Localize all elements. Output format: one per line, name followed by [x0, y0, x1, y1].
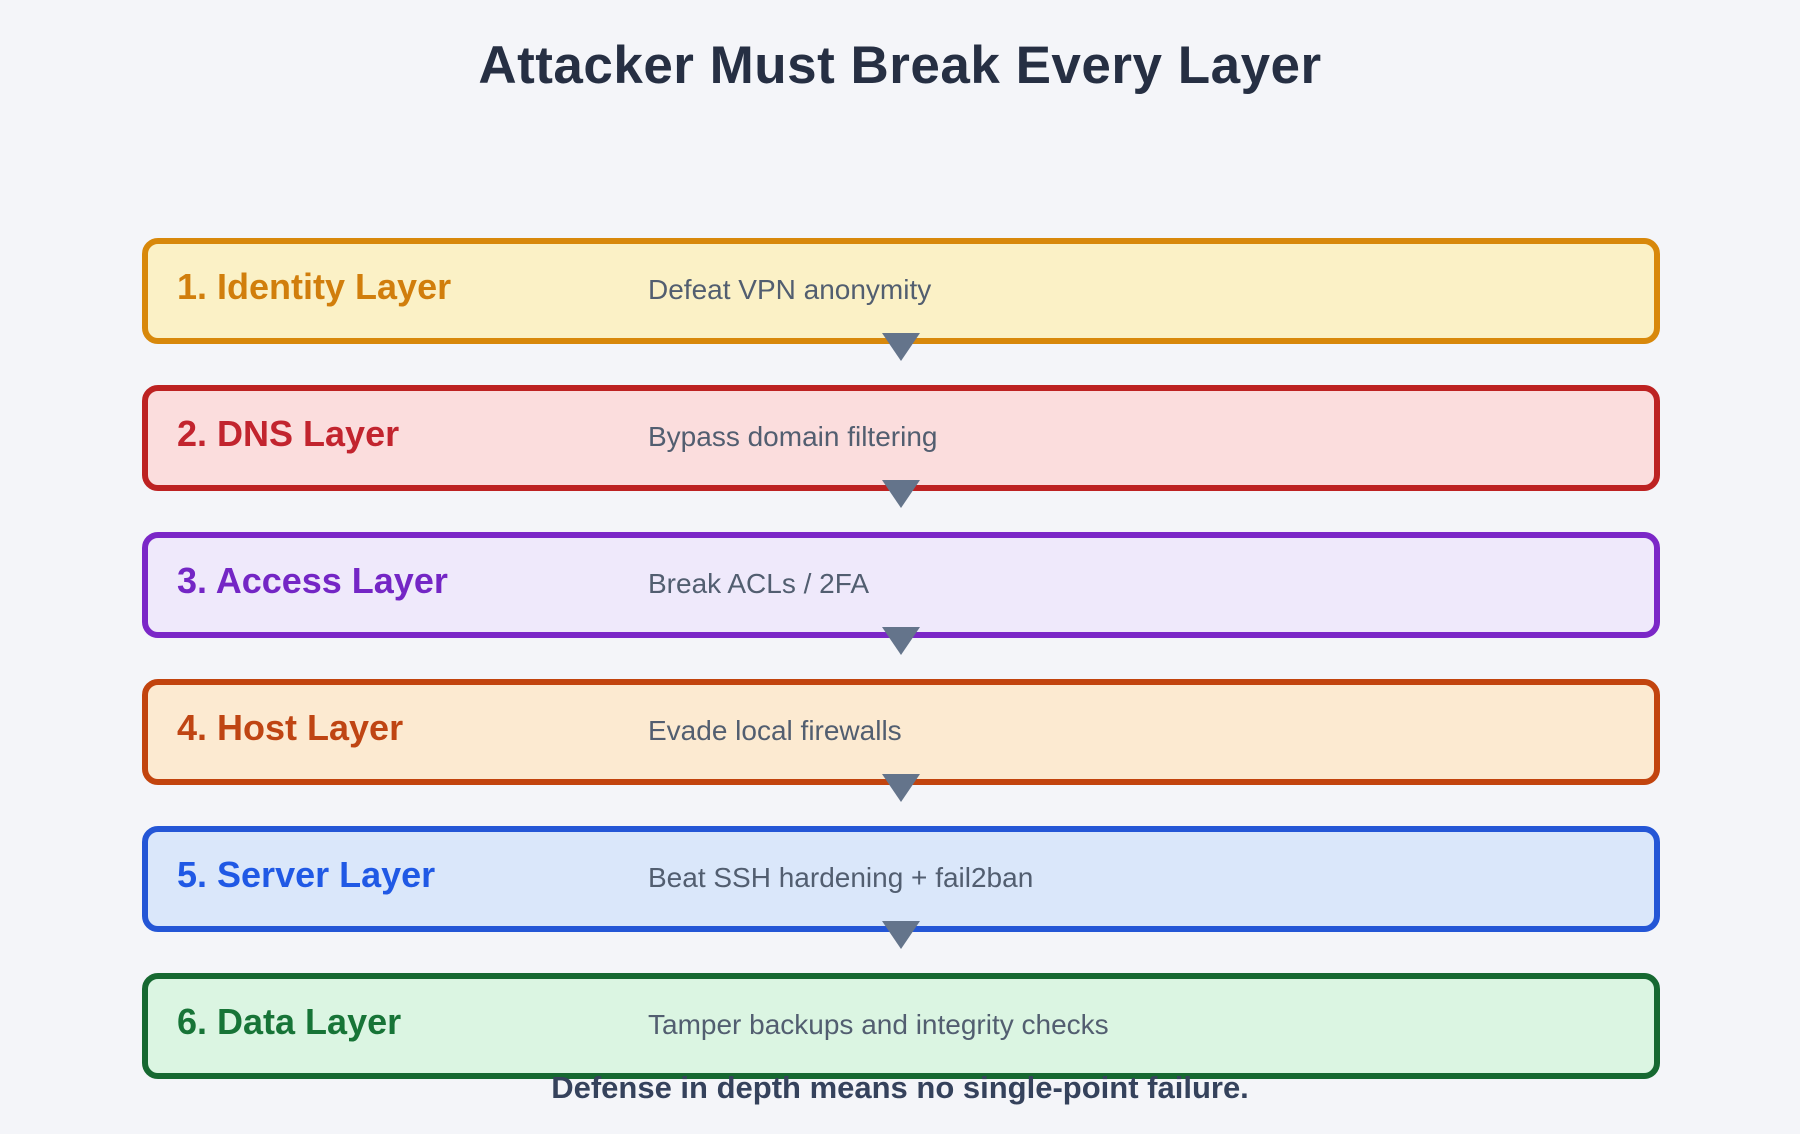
diagram-canvas: Attacker Must Break Every Layer 1. Ident… [0, 34, 1800, 1134]
layer-name-label: 4. Host Layer [177, 707, 404, 748]
arrow-down-icon [882, 333, 920, 361]
layer-description-label: Evade local firewalls [648, 715, 902, 746]
arrow-down-icon [882, 480, 920, 508]
arrow-down-icon [882, 921, 920, 949]
arrow-down-icon [882, 774, 920, 802]
layer-name-label: 3. Access Layer [177, 560, 448, 601]
layer-box: 3. Access Layer Break ACLs / 2FA [142, 532, 1660, 638]
layer-row: 3. Access Layer Break ACLs / 2FA [142, 532, 1660, 655]
layer-row: 4. Host Layer Evade local firewalls [142, 679, 1660, 802]
layer-description-label: Tamper backups and integrity checks [648, 1009, 1109, 1040]
layer-box: 5. Server Layer Beat SSH hardening + fai… [142, 826, 1660, 932]
footer-caption: Defense in depth means no single-point f… [551, 1070, 1249, 1105]
layer-row: 6. Data Layer Tamper backups and integri… [142, 973, 1660, 1079]
layer-description-label: Beat SSH hardening + fail2ban [648, 862, 1034, 893]
layer-row: 1. Identity Layer Defeat VPN anonymity [142, 238, 1660, 361]
layer-name-label: 1. Identity Layer [177, 266, 452, 307]
layer-name-label: 2. DNS Layer [177, 413, 400, 454]
layer-box: 2. DNS Layer Bypass domain filtering [142, 385, 1660, 491]
layer-description-label: Defeat VPN anonymity [648, 274, 932, 305]
layer-description-label: Bypass domain filtering [648, 421, 938, 452]
layer-box: 4. Host Layer Evade local firewalls [142, 679, 1660, 785]
diagram-title: Attacker Must Break Every Layer [478, 36, 1322, 95]
layer-row: 5. Server Layer Beat SSH hardening + fai… [142, 826, 1660, 949]
layer-description-label: Break ACLs / 2FA [648, 568, 869, 599]
layer-box: 1. Identity Layer Defeat VPN anonymity [142, 238, 1660, 344]
layer-box: 6. Data Layer Tamper backups and integri… [142, 973, 1660, 1079]
layer-stack: 1. Identity Layer Defeat VPN anonymity 2… [142, 238, 1660, 1079]
layer-name-label: 5. Server Layer [177, 854, 436, 895]
layer-name-label: 6. Data Layer [177, 1001, 402, 1042]
arrow-down-icon [882, 627, 920, 655]
layer-row: 2. DNS Layer Bypass domain filtering [142, 385, 1660, 508]
